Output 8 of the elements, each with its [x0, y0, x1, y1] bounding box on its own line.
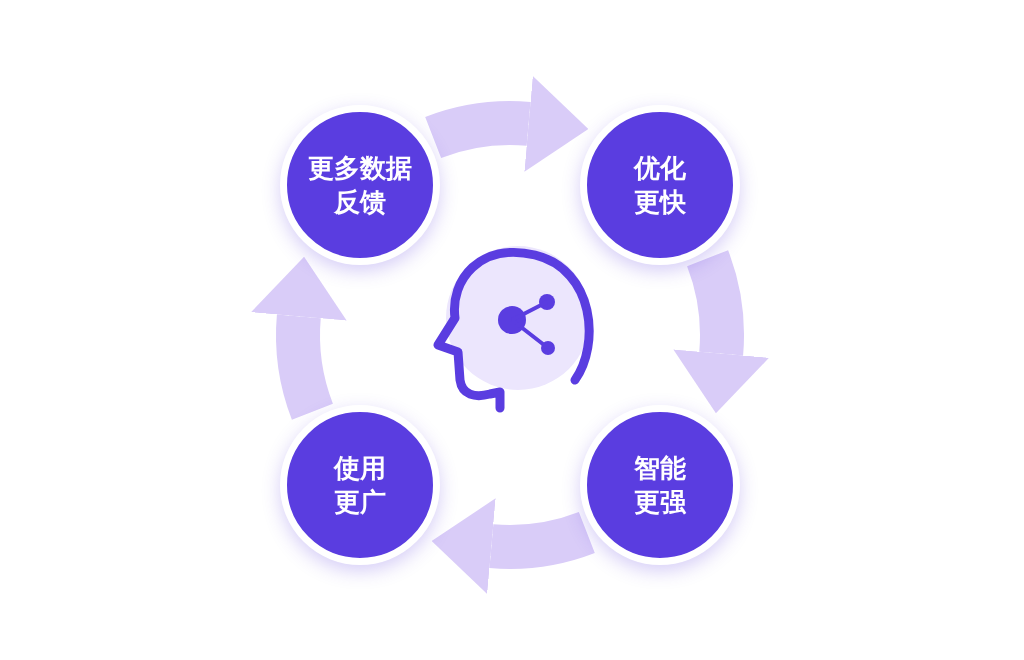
node-label: 优化更快 [632, 152, 687, 220]
node-label: 使用更广 [332, 451, 388, 519]
arrow [431, 498, 594, 595]
node-label: 更多数据反馈 [307, 152, 414, 220]
arrow [673, 251, 770, 414]
arrow [250, 256, 347, 419]
node-label: 智能更强 [632, 451, 687, 519]
arrow [426, 75, 589, 172]
